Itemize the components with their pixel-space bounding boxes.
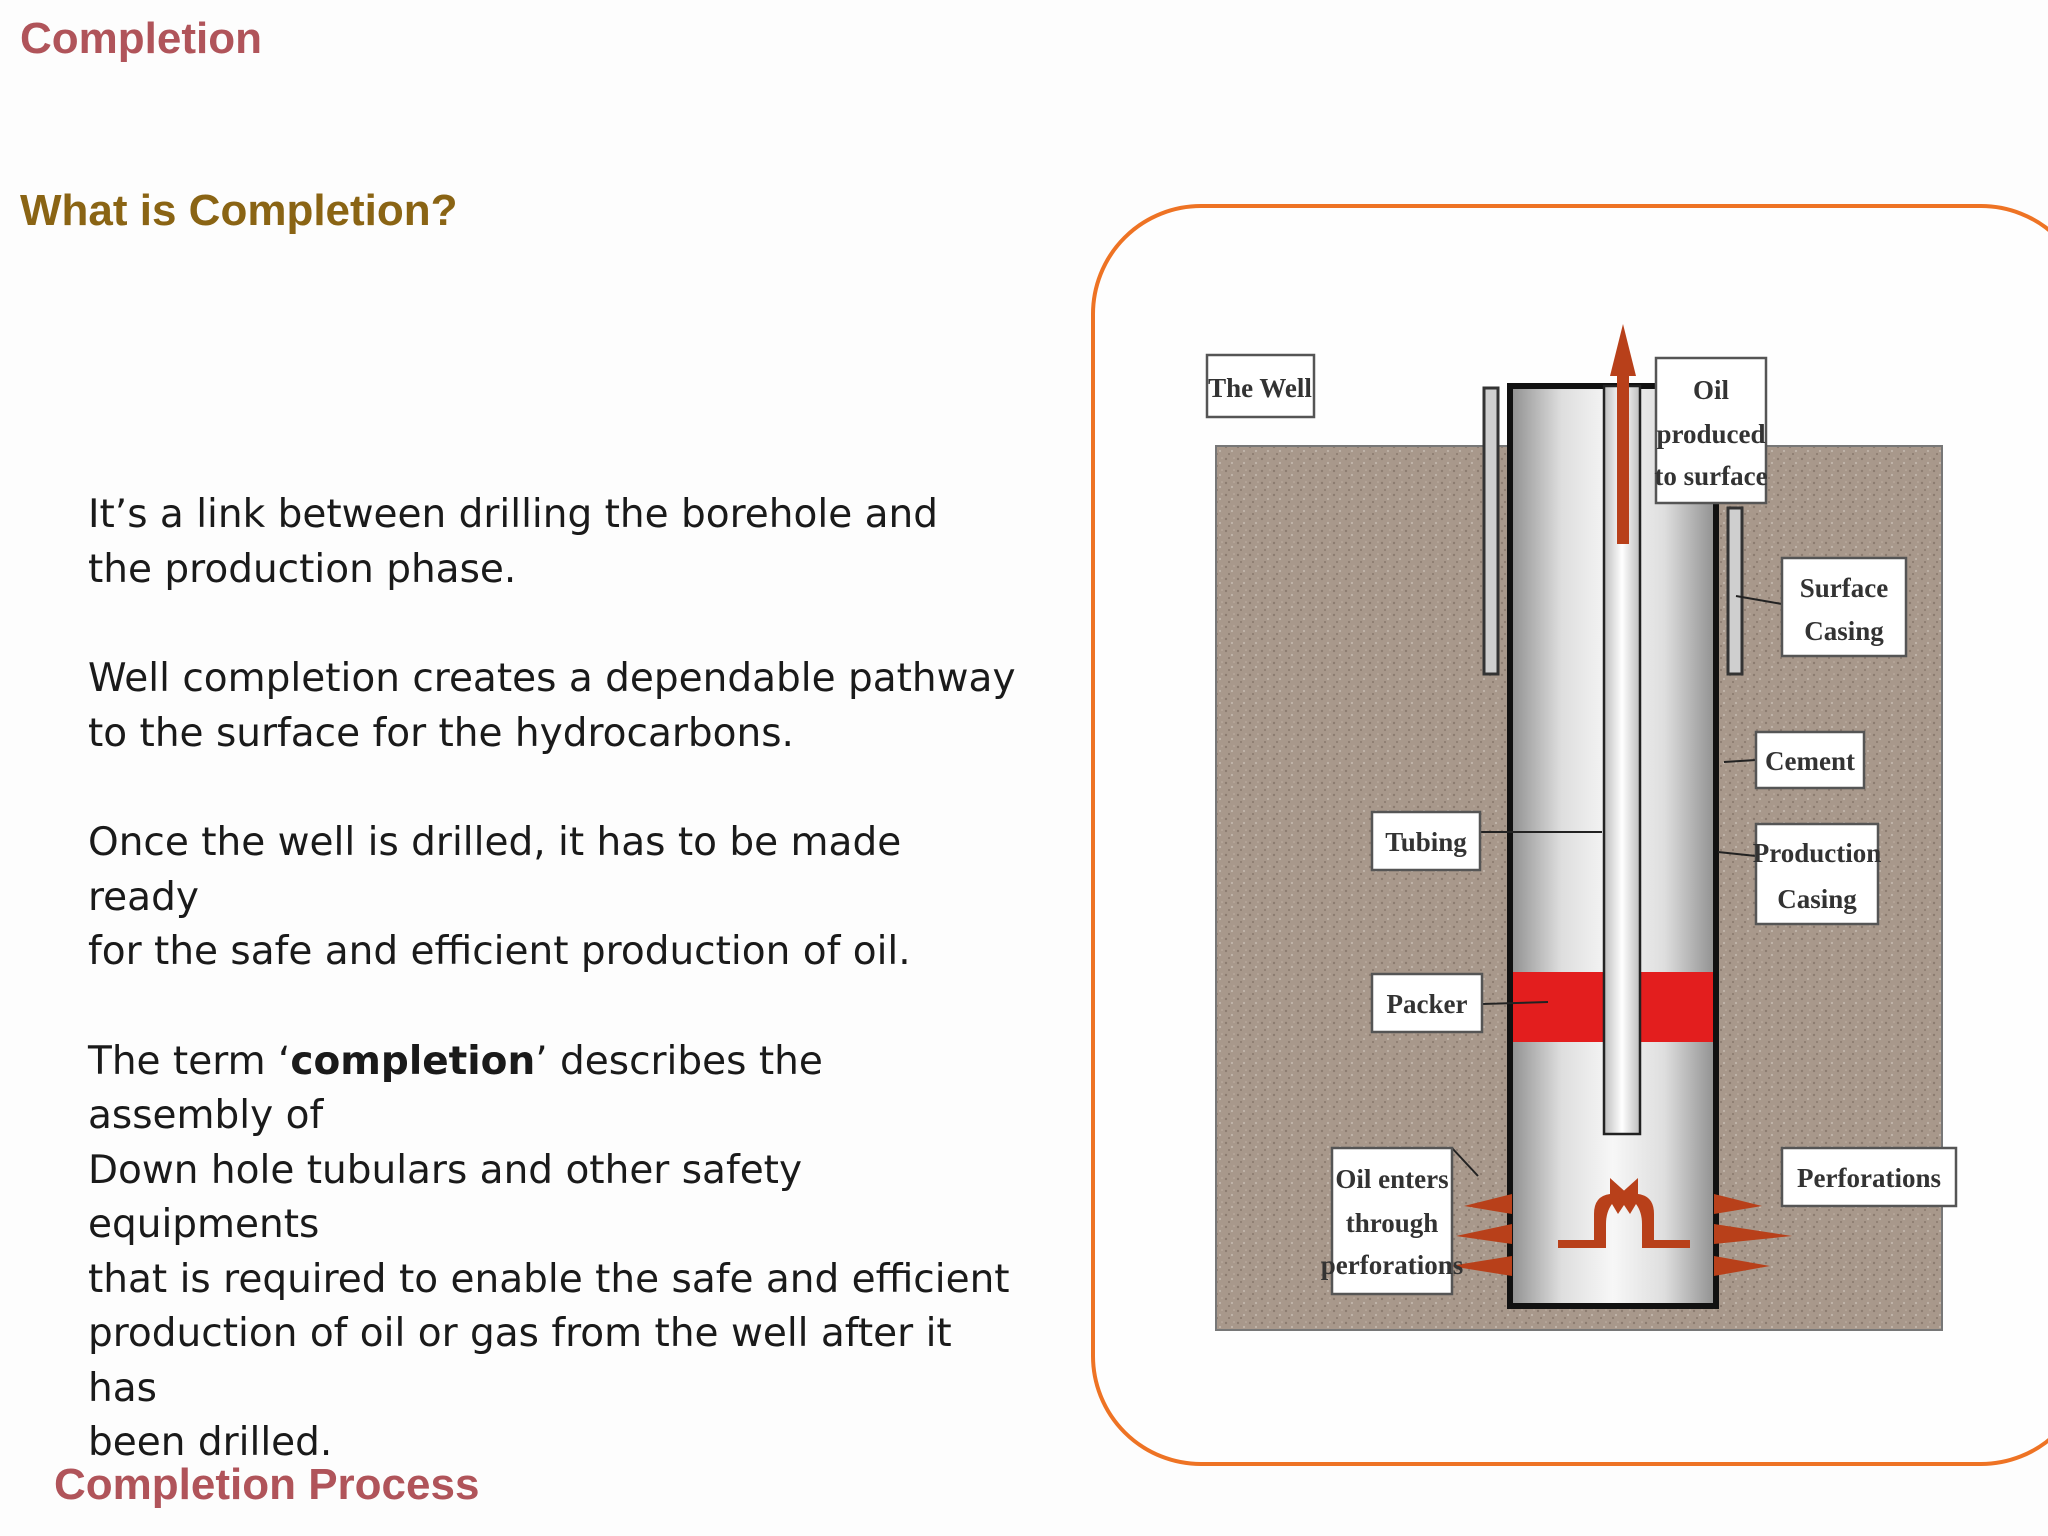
label-oil-produced-line2: produced <box>1656 419 1765 449</box>
label-oil-enters-line2: through <box>1346 1208 1439 1238</box>
label-oil-produced-line1: Oil <box>1693 375 1730 405</box>
label-packer-text: Packer <box>1387 989 1468 1019</box>
perforation-spikes-right <box>1714 1194 1792 1276</box>
label-perforations: Perforations <box>1780 1146 1958 1208</box>
footer-title: Completion Process <box>54 1460 480 1509</box>
oil-up-arrow-shaft <box>1617 372 1629 544</box>
page-title: Completion <box>20 14 262 63</box>
paragraph-ready: Once the well is drilled, it has to be m… <box>88 820 911 974</box>
label-tubing-text: Tubing <box>1385 827 1467 857</box>
label-surface-casing-line1: Surface <box>1800 573 1888 603</box>
label-the-well-text: The Well <box>1208 373 1312 403</box>
label-production-casing: Production Casing <box>1753 822 1882 926</box>
label-cement-text: Cement <box>1765 746 1855 776</box>
label-production-casing-line2: Casing <box>1777 884 1857 914</box>
label-leader-lines <box>1451 595 1783 1177</box>
definition-prefix: The term ‘ <box>88 1038 291 1084</box>
perforation-spikes-left <box>1450 1194 1512 1276</box>
surface-casing-left <box>1482 386 1500 676</box>
label-oil-produced: Oil produced to surface <box>1654 356 1768 505</box>
surface-casing-right <box>1726 506 1744 676</box>
label-perforations-text: Perforations <box>1797 1163 1941 1193</box>
paragraph-pathway: Well completion creates a dependable pat… <box>88 656 1016 756</box>
section-heading: What is Completion? <box>20 186 458 235</box>
oil-flow-arrow-left <box>1558 1178 1630 1248</box>
paragraph-link: It’s a link between drilling the borehol… <box>88 492 938 592</box>
label-oil-enters: Oil enters through perforations <box>1321 1146 1463 1296</box>
label-surface-casing: Surface Casing <box>1780 556 1908 658</box>
label-packer: Packer <box>1370 972 1484 1034</box>
label-oil-produced-line3: to surface <box>1654 461 1767 491</box>
label-oil-enters-line1: Oil enters <box>1335 1164 1448 1194</box>
completion-term: completion <box>290 1038 536 1084</box>
label-production-casing-line1: Production <box>1753 838 1882 868</box>
label-surface-casing-line2: Casing <box>1804 616 1884 646</box>
label-oil-enters-line3: perforations <box>1321 1250 1463 1280</box>
oil-up-arrow-head <box>1610 324 1636 376</box>
label-tubing: Tubing <box>1370 810 1482 872</box>
definition-suffix: ’ describes the assembly of Down hole tu… <box>88 1038 1010 1466</box>
label-cement: Cement <box>1754 730 1866 790</box>
description-text: It’s a link between drilling the borehol… <box>88 488 1018 1526</box>
label-the-well: The Well <box>1205 353 1316 419</box>
oil-flow-arrow-right <box>1618 1178 1690 1248</box>
paragraph-definition: The term ‘completion’ describes the asse… <box>88 1035 1018 1471</box>
